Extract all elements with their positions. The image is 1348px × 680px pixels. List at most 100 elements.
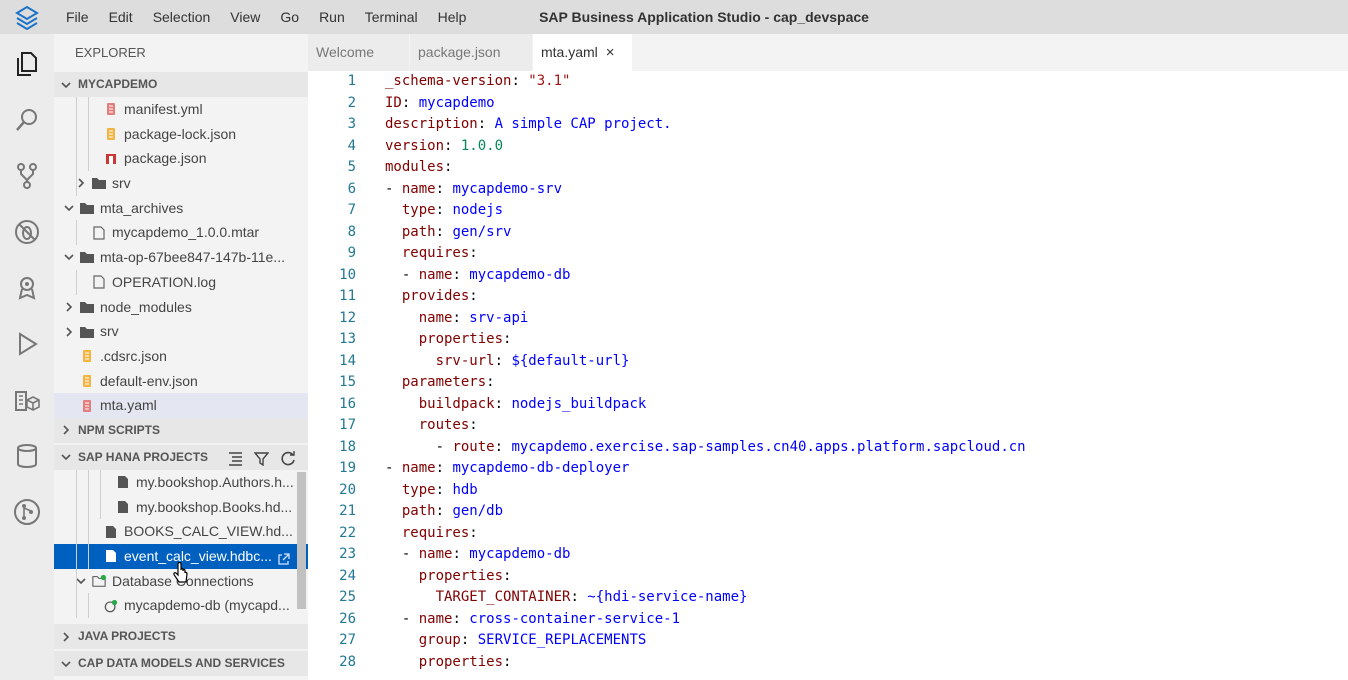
yaml-colon: : [435, 460, 453, 476]
section-header-java-projects[interactable]: JAVA PROJECTS [54, 624, 308, 649]
debug-icon[interactable] [0, 204, 54, 260]
tab-package-json[interactable]: package.json [410, 34, 533, 71]
search-icon[interactable] [0, 92, 54, 148]
yaml-key: ID [385, 94, 402, 111]
menu-item-edit[interactable]: Edit [108, 9, 133, 25]
menu-item-help[interactable]: Help [437, 9, 467, 25]
section-header-cap-data-models[interactable]: CAP DATA MODELS AND SERVICES [54, 651, 308, 676]
tree-item[interactable]: Database Connections [54, 568, 308, 594]
tree-item[interactable]: node_modules [54, 295, 308, 320]
code-line: 6- name: mycapdemo-srv [308, 179, 1348, 201]
chevron-down-icon [54, 659, 78, 669]
menu-item-go[interactable]: Go [280, 9, 300, 25]
tree-item[interactable]: srv [54, 171, 308, 196]
tab-label: package.json [418, 44, 501, 60]
tree-item[interactable]: srv [54, 319, 308, 344]
code-indent [385, 568, 419, 584]
yaml-value: mycapdemo [418, 94, 495, 111]
chevron-right-icon[interactable] [74, 178, 88, 188]
yaml-key: properties [418, 567, 504, 584]
chevron-down-icon[interactable] [62, 203, 76, 213]
menu-item-selection[interactable]: Selection [152, 9, 211, 25]
tree-item[interactable]: default-env.json [54, 369, 308, 394]
yaml-colon: : [469, 524, 487, 541]
filter-icon[interactable] [253, 450, 270, 475]
line-number: 10 [339, 266, 356, 283]
git-graph-icon[interactable] [0, 484, 54, 540]
chevron-down-icon[interactable] [62, 252, 76, 262]
line-number: 24 [339, 567, 356, 584]
scrollbar[interactable] [297, 472, 306, 609]
refresh-icon[interactable] [281, 450, 296, 475]
code-indent [385, 310, 419, 326]
line-number: 21 [339, 503, 356, 519]
chevron-right-icon[interactable] [62, 302, 76, 312]
menu-item-terminal[interactable]: Terminal [364, 9, 418, 25]
tab-mta-yaml[interactable]: mta.yaml× [533, 34, 633, 71]
yaml-colon: : [401, 94, 419, 111]
indent-guide [100, 469, 101, 495]
section-header-mycapdemo[interactable]: MYCAPDEMO [54, 72, 308, 97]
code-indent [385, 288, 402, 304]
tree-item[interactable]: package.json [54, 146, 308, 172]
code-line: 26 - name: cross-container-service-1 [308, 609, 1348, 631]
tree-item[interactable]: mycapdemo_1.0.0.mtar [54, 220, 308, 246]
explorer-icon[interactable] [0, 36, 54, 92]
chevron-down-icon[interactable] [74, 576, 88, 586]
code-line: 27 group: SERVICE_REPLACEMENTS [308, 630, 1348, 652]
yaml-colon: : [460, 632, 478, 648]
source-control-icon[interactable] [0, 148, 54, 204]
code-line: 9 requires: [308, 243, 1348, 265]
tree-item[interactable]: mycapdemo-db (mycapd... [54, 593, 308, 619]
section-title: JAVA PROJECTS [78, 629, 176, 643]
yaml-value: mycapdemo-db-deployer [452, 460, 630, 476]
close-icon[interactable]: × [605, 44, 615, 61]
tree-item[interactable]: package-lock.json [54, 121, 308, 147]
tree-item[interactable]: my.bookshop.Books.hd... [54, 494, 308, 520]
code-line: 11 provides: [308, 286, 1348, 308]
tab-welcome[interactable]: Welcome [308, 34, 410, 71]
yaml-value: ~{hdi-service-name} [587, 589, 748, 605]
section-title: CAP DATA MODELS AND SERVICES [78, 656, 285, 670]
database-icon[interactable] [0, 428, 54, 484]
tree-item[interactable]: mta.yaml [54, 393, 308, 418]
folder-icon [92, 175, 106, 191]
tree-item[interactable]: OPERATION.log [54, 269, 308, 295]
yaml-key: properties [418, 331, 504, 347]
code-line: 25 TARGET_CONTAINER: ~{hdi-service-name} [308, 587, 1348, 609]
tree-item[interactable]: my.bookshop.Authors.h... [54, 469, 308, 495]
line-number: 28 [339, 653, 356, 670]
code-text: ID: mycapdemo [356, 93, 495, 115]
section-header-sap-hana-projects[interactable]: SAP HANA PROJECTS [54, 444, 308, 470]
section-header-npm-scripts[interactable]: NPM SCRIPTS [54, 417, 308, 443]
menu-item-file[interactable]: File [66, 9, 89, 25]
tree-item[interactable]: manifest.yml [54, 97, 308, 122]
menu-item-view[interactable]: View [230, 9, 261, 25]
code-line: 15 parameters: [308, 372, 1348, 394]
tree-item[interactable]: BOOKS_CALC_VIEW.hd... [54, 519, 308, 544]
chevron-right-icon[interactable] [62, 326, 76, 337]
deploy-icon[interactable] [0, 260, 54, 316]
code-line: 22 requires: [308, 523, 1348, 545]
code-text: type: hdb [356, 480, 478, 502]
tree-item-label: event_calc_view.hdbc... [124, 548, 272, 564]
extensions-icon[interactable] [0, 372, 54, 428]
menu-item-run[interactable]: Run [319, 9, 345, 25]
code-line: 14 srv-url: ${default-url} [308, 351, 1348, 373]
code-indent [385, 202, 402, 218]
yaml-key: route [452, 438, 495, 455]
tree-item-label: package.json [124, 150, 207, 167]
tree-item[interactable]: .cdsrc.json [54, 344, 308, 369]
run-icon[interactable] [0, 316, 54, 372]
open-external-icon[interactable] [277, 549, 290, 569]
collapse-all-icon[interactable] [228, 450, 243, 475]
tree-item[interactable]: mta_archives [54, 196, 308, 221]
yaml-colon: : [444, 137, 461, 154]
tree-item[interactable]: mta-op-67bee847-147b-11e... [54, 245, 308, 270]
app-logo-icon[interactable] [0, 0, 54, 34]
code-text: srv-url: ${default-url} [356, 351, 630, 373]
code-dash: - [385, 180, 402, 197]
